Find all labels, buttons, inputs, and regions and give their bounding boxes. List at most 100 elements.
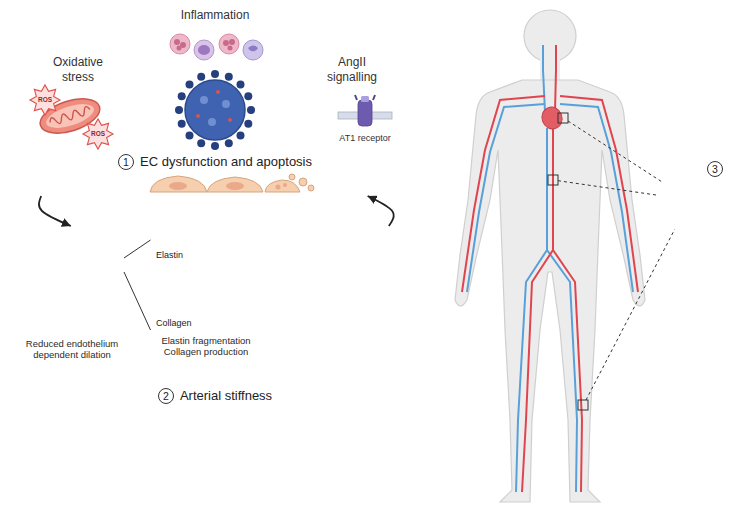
vein (467, 104, 545, 292)
factor-segment: Oxidative stress (0, 0, 170, 150)
spike (237, 132, 245, 140)
cycle-arrow (39, 196, 71, 226)
zoom-inset: ElastinCollagenElastin fragmentation Col… (150, 240, 262, 358)
spike (237, 81, 245, 89)
step-number: 1 (118, 154, 134, 170)
factor-segment: Inflammation (100, 0, 330, 80)
ros-label: ROS (91, 131, 105, 138)
callout-outline (658, 168, 722, 232)
plaque-callout: 3 (657, 167, 723, 233)
text-holder: Reduced endothelium dependent dilation (20, 338, 124, 361)
nucleus-fragment (283, 183, 287, 187)
receptor (358, 100, 372, 126)
spike (225, 139, 233, 147)
segment-wedge (2, 20, 165, 150)
zoom-marker (578, 400, 588, 410)
step-number: 2 (158, 388, 174, 404)
band-heading: 2 Arterial stiffness (3, 388, 427, 404)
artery (553, 250, 582, 492)
text-holder: Collagen (154, 312, 194, 330)
spike (244, 120, 252, 128)
nucleus-lobe (229, 39, 235, 45)
adventitia (212, 286, 262, 330)
collagen-fibre (150, 318, 262, 330)
constriction-arrow-head (68, 275, 76, 281)
spike (186, 81, 194, 89)
step-title: EC dysfunction and apoptosis (140, 154, 312, 170)
apoptotic-bleb (299, 178, 307, 186)
endothelial-cell (150, 176, 207, 192)
collagen-fibre (150, 286, 262, 318)
text-holder: Inflammation (155, 8, 275, 23)
spike (197, 139, 205, 147)
apoptotic-bleb (308, 185, 314, 191)
nucleus-lobe (228, 46, 233, 51)
virus-body (185, 80, 245, 140)
surface-dot (208, 118, 216, 126)
nucleus (226, 182, 244, 190)
monocyte (243, 40, 263, 60)
vessel-lumen (644, 161, 735, 238)
spike (211, 70, 219, 78)
muscle-layer (42, 256, 102, 316)
inset-frame (151, 241, 262, 330)
ligand (361, 96, 369, 102)
vessel-wall (640, 156, 740, 244)
nucleus-lobe (223, 40, 229, 46)
spike (244, 92, 252, 100)
vessel-layer (26, 240, 118, 332)
text-holder: AT1 receptor (339, 133, 390, 144)
part-label: AT1 receptor (339, 133, 390, 144)
nucleus-fragment (276, 185, 281, 190)
virus (175, 70, 255, 150)
segment-wedge (109, 0, 322, 70)
band-ground (3, 226, 427, 412)
caption-text: Reduced endothelium dependent dilation (20, 338, 124, 361)
segment-wedge (265, 20, 428, 150)
artery-cross-section: Reduced endothelium dependent dilation (20, 238, 124, 361)
apoptotic-bleb (289, 174, 295, 180)
lymphocyte (194, 40, 214, 60)
human-body (455, 10, 675, 502)
step-title: Arterial stiffness (180, 388, 272, 404)
surface-dot (222, 100, 230, 108)
callout-ground (658, 168, 722, 232)
callout-number: 3 (707, 161, 723, 177)
muscle-layer (38, 252, 106, 320)
artery-drawing (20, 238, 124, 334)
plaque (669, 183, 715, 223)
surface-dot (228, 118, 232, 122)
cycle-arrow (368, 196, 394, 226)
endothelial-cell (207, 177, 263, 192)
text-holder: AngII signalling (319, 55, 385, 85)
elastin-fibre (150, 302, 262, 330)
process-band: Reduced endothelium dependent dilation El… (3, 226, 427, 412)
at1-receptor (338, 95, 392, 126)
text-holder: Oxidative stress (45, 55, 111, 85)
constriction-arrow (56, 292, 63, 296)
factor-segment: AngII signalling (260, 0, 430, 150)
neutrophil (219, 34, 239, 54)
spike (197, 73, 205, 81)
apoptotic-cell (265, 180, 300, 192)
zoom-marker (558, 113, 568, 123)
caption-text: Elastin fragmentation Collagen productio… (150, 335, 262, 358)
mitochondrion (36, 92, 104, 140)
leader-line (586, 229, 675, 400)
spike (225, 73, 233, 81)
band-heading: 1 EC dysfunction and apoptosis (3, 154, 427, 170)
surface-dot (216, 90, 220, 94)
part-label: Elastin (154, 250, 185, 261)
ros-burst (83, 119, 113, 149)
text-holder: 3 (707, 161, 723, 177)
immune-cells (170, 34, 263, 60)
artery (462, 96, 545, 292)
ros-burst (30, 85, 60, 115)
spike (175, 106, 183, 114)
nucleus (248, 46, 258, 52)
text-holder: ROS (91, 131, 105, 138)
factor-title: Inflammation (155, 8, 275, 23)
mitochondrion-outer (36, 92, 104, 140)
zoom-marker (548, 175, 558, 185)
factor-title: Oxidative stress (45, 55, 111, 85)
